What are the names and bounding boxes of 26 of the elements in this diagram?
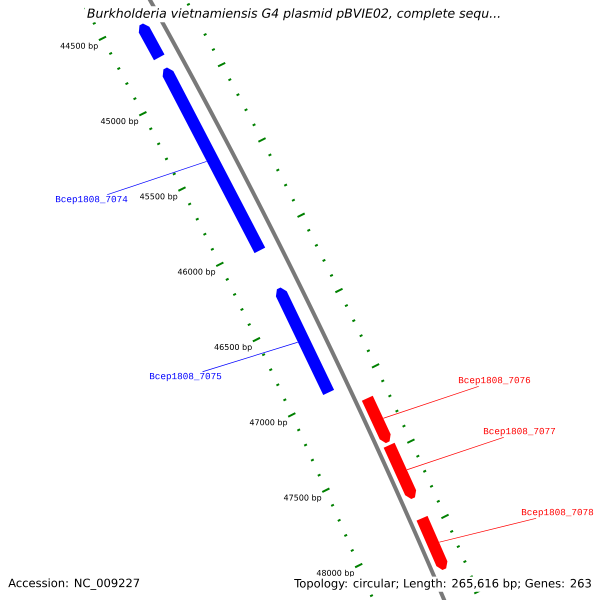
accession-text: Accession: NC_009227 — [6, 576, 142, 592]
title: Burkholderia vietnamiensis G4 plasmid pBVIE02, complete sequ... — [84, 6, 504, 22]
gene-feature — [162, 68, 266, 254]
gene-feature — [362, 396, 391, 444]
scale-label: 44500 bp — [59, 42, 100, 52]
scale-label: 45500 bp — [138, 192, 179, 202]
leader-line — [383, 386, 480, 419]
gene-feature — [276, 288, 334, 396]
leader-line — [406, 436, 504, 470]
summary-text: Topology: circular; Length: 265,616 bp; Genes: 263 — [292, 576, 594, 592]
leader-line — [202, 342, 298, 372]
scale-label: 47500 bp — [282, 493, 323, 504]
gene-label: Bcep1808_7077 — [484, 428, 556, 436]
leader-line — [438, 518, 536, 543]
scale-label: 45000 bp — [100, 116, 140, 127]
scale-label: 47000 bp — [248, 418, 289, 428]
gene-label: Bcep1808_7078 — [522, 508, 594, 518]
gene-label: Bcep1808_7074 — [56, 196, 128, 204]
leader-line — [106, 161, 207, 196]
scale-label: 46500 bp — [213, 342, 254, 353]
gene-feature — [138, 23, 165, 60]
gene-label: Bcep1808_7075 — [150, 372, 222, 382]
gene-label: Bcep1808_7076 — [458, 376, 530, 386]
gene-feature — [384, 442, 416, 500]
gene-feature — [416, 516, 448, 570]
scale-label: 46000 bp — [176, 268, 217, 278]
